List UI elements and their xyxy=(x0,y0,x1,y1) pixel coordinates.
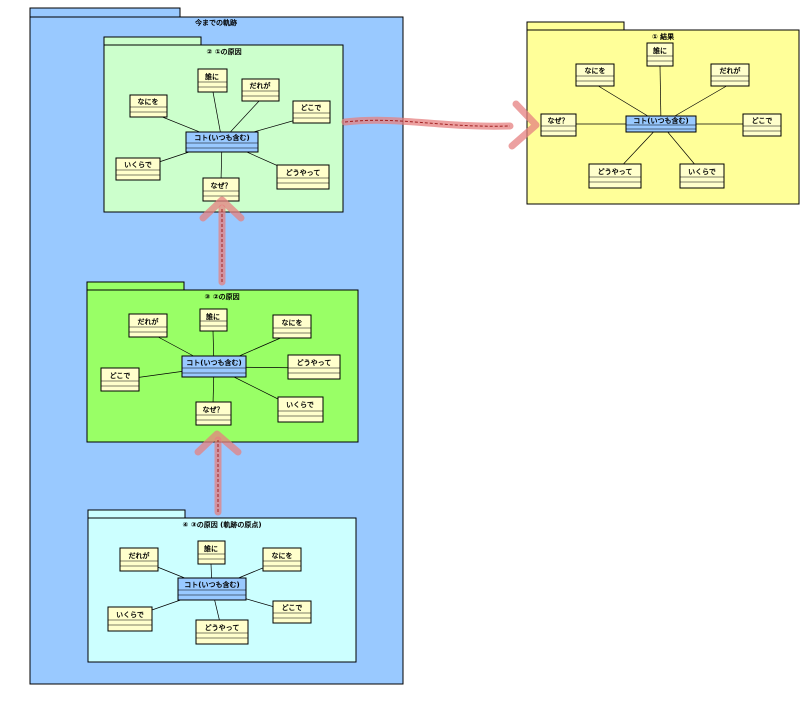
class-label: コト(いつも含む) xyxy=(194,133,249,142)
class-label: なにを xyxy=(585,66,606,75)
class-label: だれが xyxy=(138,317,159,326)
class-nani-wo[interactable]: なにを xyxy=(262,547,302,572)
dependency-arrow-p3-to-p2[interactable] xyxy=(199,196,245,286)
class-doko-de[interactable]: どこで xyxy=(742,113,782,137)
class-label: なにを xyxy=(138,97,159,106)
class-label: コト(いつも含む) xyxy=(184,580,239,589)
class-doko-de[interactable]: どこで xyxy=(292,100,331,124)
package-tab xyxy=(103,36,202,46)
class-dare-ga[interactable]: だれが xyxy=(128,313,168,338)
class-naze[interactable]: なぜ？ xyxy=(195,401,232,426)
package-tab xyxy=(29,7,181,18)
class-label: どうやって xyxy=(205,623,240,632)
class-label: コト(いつも含む) xyxy=(186,358,241,367)
class-label: 誰に xyxy=(205,72,219,81)
class-ikura-de[interactable]: いくらで xyxy=(107,606,153,632)
class-label: いくらで xyxy=(116,611,144,619)
class-label: なぜ？ xyxy=(211,181,232,190)
package-cause-of-2-title: ③ ②の原因 xyxy=(204,292,239,301)
dependency-arrow-p4-to-p3[interactable] xyxy=(194,430,242,516)
class-label: いくらで xyxy=(688,168,716,176)
class-dou-yatte[interactable]: どうやって xyxy=(195,619,249,645)
class-dare-ni[interactable]: 誰に xyxy=(199,308,228,332)
class-label: 誰に xyxy=(204,544,218,553)
class-label: いくらで xyxy=(286,401,314,409)
class-label: 誰に xyxy=(653,46,667,55)
class-center-koto[interactable]: コト(いつも含む) xyxy=(177,577,247,601)
class-dare-ni[interactable]: 誰に xyxy=(646,42,674,67)
class-dare-ni[interactable]: 誰に xyxy=(197,68,228,93)
class-dou-yatte[interactable]: どうやって xyxy=(287,354,341,380)
class-naze[interactable]: なぜ？ xyxy=(540,113,577,137)
class-label: どこで xyxy=(110,371,131,380)
class-label: なぜ？ xyxy=(203,405,224,414)
class-nani-wo[interactable]: なにを xyxy=(272,314,312,339)
class-label: なにを xyxy=(282,318,303,327)
class-doko-de[interactable]: どこで xyxy=(272,600,312,624)
package-history-title: 今までの軌跡 xyxy=(194,18,237,27)
class-ikura-de[interactable]: いくらで xyxy=(679,163,725,189)
class-label: どこで xyxy=(301,103,322,112)
class-ikura-de[interactable]: いくらで xyxy=(277,396,324,423)
class-doko-de[interactable]: どこで xyxy=(100,367,140,392)
class-dare-ga[interactable]: だれが xyxy=(119,547,159,572)
class-center-koto[interactable]: コト(いつも含む) xyxy=(181,355,247,378)
class-label: いくらで xyxy=(124,161,152,169)
class-label: どうやって xyxy=(286,168,321,177)
class-ikura-de[interactable]: いくらで xyxy=(115,157,161,181)
class-label: どうやって xyxy=(598,167,633,176)
class-dou-yatte[interactable]: どうやって xyxy=(588,163,642,189)
class-nani-wo[interactable]: なにを xyxy=(129,94,168,118)
package-cause-of-1-title: ② ①の原因 xyxy=(206,47,241,56)
class-label: だれが xyxy=(720,66,741,75)
dependency-arrow-p2-to-p1[interactable] xyxy=(341,100,540,150)
class-label: どこで xyxy=(752,116,773,125)
class-dou-yatte[interactable]: どうやって xyxy=(276,164,330,190)
class-dare-ga[interactable]: だれが xyxy=(710,63,750,87)
class-label: だれが xyxy=(250,81,271,90)
class-center-koto[interactable]: コト(いつも含む) xyxy=(625,115,697,133)
package-tab xyxy=(87,509,186,519)
class-label: なにを xyxy=(272,551,293,560)
class-label: だれが xyxy=(129,551,150,560)
class-nani-wo[interactable]: なにを xyxy=(575,63,615,87)
class-label: どうやって xyxy=(297,358,332,367)
package-tab xyxy=(86,281,185,291)
class-label: コト(いつも含む) xyxy=(633,116,688,125)
class-label: なぜ？ xyxy=(548,116,569,125)
package-cause-of-3-origin-title: ④ ③の原因 (軌跡の原点) xyxy=(182,520,261,529)
class-label: 誰に xyxy=(206,312,220,321)
package-result-title: ① 結果 xyxy=(652,32,674,41)
class-dare-ga[interactable]: だれが xyxy=(241,78,280,102)
class-dare-ni[interactable]: 誰に xyxy=(197,540,226,565)
class-center-koto[interactable]: コト(いつも含む) xyxy=(185,131,259,153)
class-label: どこで xyxy=(282,603,303,612)
package-tab xyxy=(526,21,625,31)
